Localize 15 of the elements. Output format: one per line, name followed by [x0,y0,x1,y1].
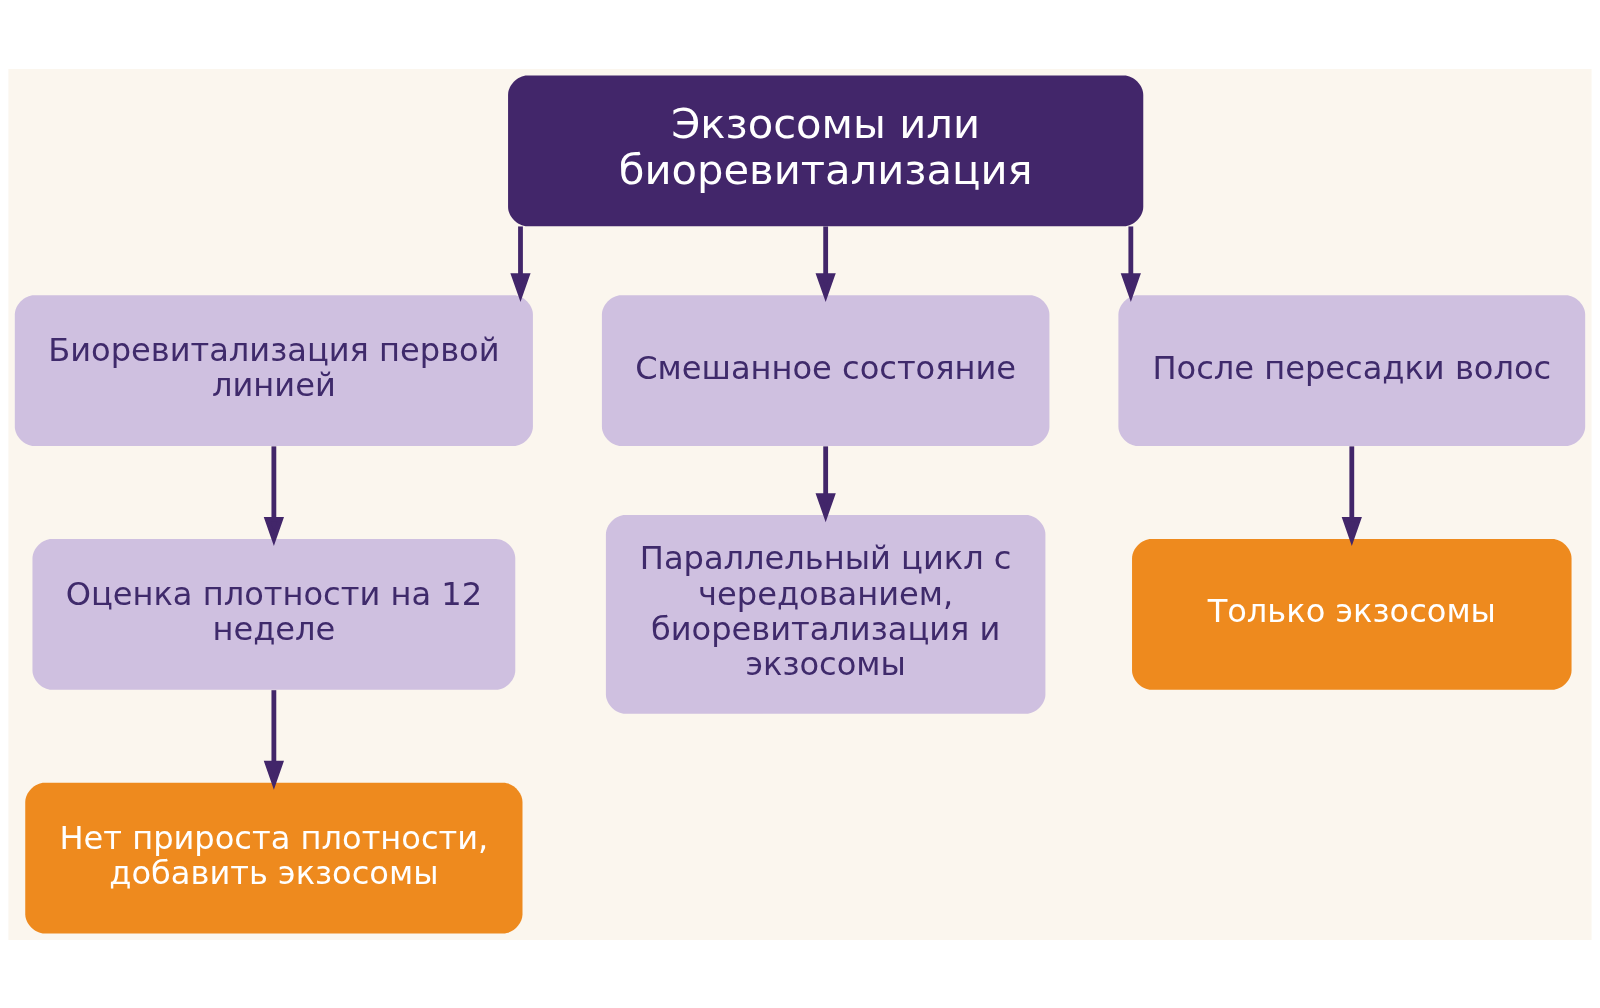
arrow [510,225,531,302]
node-box: Оценка плотности на 12 неделе [32,538,516,690]
node-box: Нет прироста плотности, добавить экзосомы [25,782,523,934]
arrow [263,689,284,790]
arrow [815,225,836,302]
arrow [263,445,284,546]
arrow [815,445,836,522]
node-box: Параллельный цикл с чередованием, биоревитализация и экзосомы [605,514,1046,714]
arrow [1120,225,1141,302]
node-box: Только экзосомы [1132,538,1572,690]
node-box: Биоревитализация первой линией [14,294,533,446]
node-box: Смешанное состояние [601,294,1050,446]
arrow [1341,445,1362,546]
node-box: После пересадки волос [1118,294,1586,446]
node-box: Экзосомы или биоревитализация [508,74,1144,226]
